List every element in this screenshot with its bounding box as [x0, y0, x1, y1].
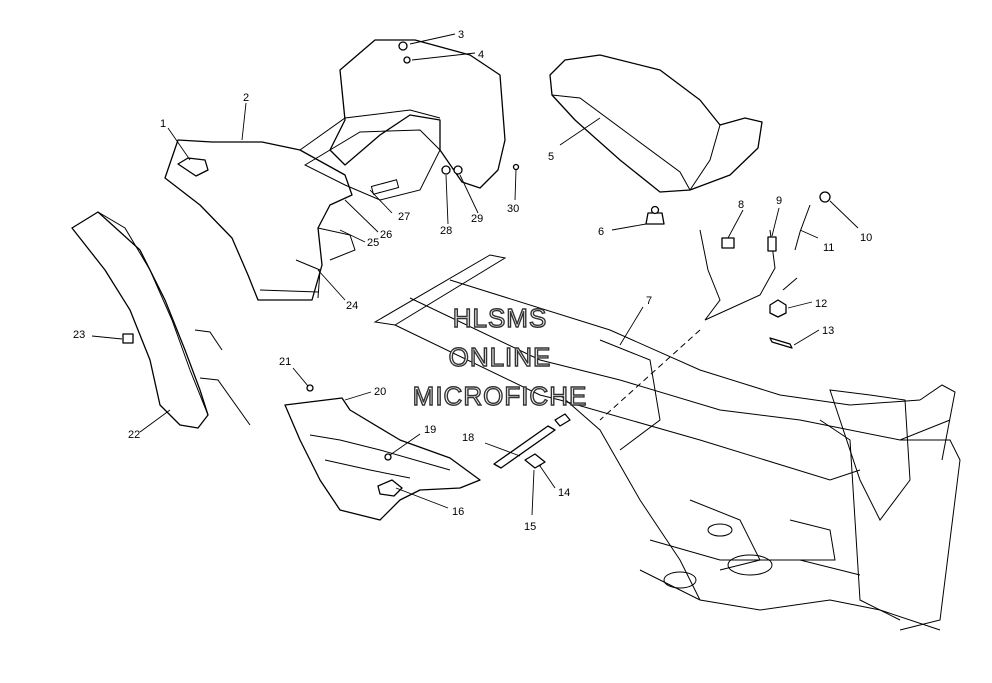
- callout-7: 7: [646, 295, 652, 307]
- callout-30: 30: [507, 203, 519, 215]
- callout-28: 28: [440, 225, 452, 237]
- callout-22: 22: [128, 429, 140, 441]
- callout-6: 6: [598, 226, 604, 238]
- watermark-line-1: HLSMS: [452, 302, 548, 333]
- callout-12: 12: [815, 298, 827, 310]
- callout-5: 5: [548, 151, 554, 163]
- callout-11: 11: [823, 242, 834, 254]
- callout-26: 26: [380, 229, 392, 241]
- leader-lines: [91, 33, 859, 516]
- callout-23: 23: [73, 329, 85, 341]
- callout-14: 14: [558, 487, 570, 499]
- watermark-line-3: MICROFICHE: [412, 380, 588, 411]
- callout-20: 20: [374, 386, 386, 398]
- callout-3: 3: [458, 29, 464, 41]
- rear-fender: [164, 39, 506, 301]
- hardware: [122, 41, 831, 469]
- callout-21: 21: [279, 356, 291, 368]
- seat: [549, 54, 763, 225]
- callout-10: 10: [860, 232, 872, 244]
- callout-27: 27: [398, 211, 410, 223]
- callout-labels: 1 2 3 4 5 6 7 8 9 10 11 12 13 14 15 16 1…: [73, 29, 872, 533]
- callout-16: 16: [452, 506, 464, 518]
- callout-8: 8: [738, 199, 744, 211]
- watermark-line-2: ONLINE: [448, 341, 552, 372]
- callout-29: 29: [471, 213, 483, 225]
- callout-19: 19: [424, 424, 436, 436]
- floor-panel: [284, 397, 481, 521]
- callout-2: 2: [243, 92, 249, 104]
- frame: [373, 204, 961, 631]
- callout-9: 9: [776, 195, 782, 207]
- callout-24: 24: [346, 300, 358, 312]
- callout-1: 1: [160, 118, 166, 130]
- callout-15: 15: [524, 521, 536, 533]
- seat-mount-line: [599, 329, 701, 421]
- callout-13: 13: [822, 325, 834, 337]
- callout-18: 18: [462, 432, 474, 444]
- callout-25: 25: [367, 237, 379, 249]
- callout-4: 4: [478, 49, 484, 61]
- side-panel: [71, 211, 251, 429]
